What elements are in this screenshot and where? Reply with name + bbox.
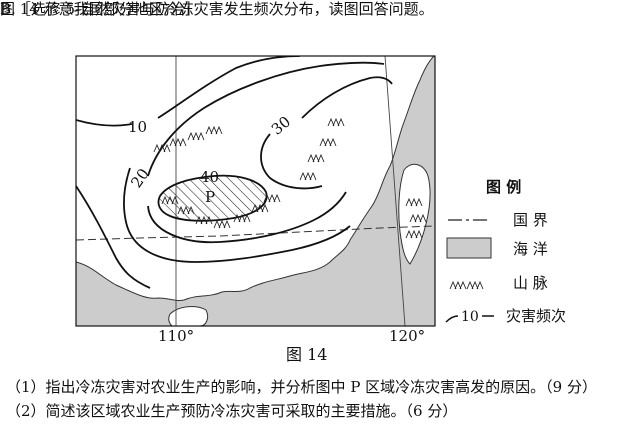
- contour-label-30: 30: [268, 112, 294, 138]
- sea-area: [76, 56, 435, 326]
- legend-sea-symbol: [446, 237, 492, 259]
- mountain-range-north: [153, 126, 223, 153]
- legend-label-frequency: 灾害频次: [506, 307, 566, 325]
- hainan-island: [168, 306, 209, 326]
- legend-label-mountain: 山 脉: [513, 274, 548, 292]
- section-header: B.［选修 5-自然灾害与防治］: [0, 0, 201, 18]
- map-legend: 图 例 国 界 海 洋 山 脉 10 灾害频次: [445, 178, 566, 325]
- figure-caption: 图 14: [286, 345, 328, 364]
- legend-contour-symbol: [445, 315, 494, 323]
- legend-mountain-symbol: [449, 281, 484, 290]
- legend-label-boundary: 国 界: [513, 211, 548, 229]
- contour-label-40: 40: [200, 168, 219, 186]
- contour-20: [123, 61, 385, 263]
- longitude-label-120: 120°: [389, 327, 425, 345]
- point-label-p: P: [205, 188, 215, 206]
- map-frame: [75, 55, 436, 327]
- question-intro: 图 14 示意我国部分地区冷冻灾害发生频次分布，读图回答问题。: [0, 0, 434, 18]
- taiwan-island: [398, 163, 431, 265]
- question-2: （2）简述该区域农业生产预防冷冻灾害可采取的主要措施。（6 分）: [6, 402, 458, 420]
- meridian-120: [384, 56, 406, 326]
- national-boundary: [76, 225, 435, 241]
- longitude-label-110: 110°: [158, 327, 194, 345]
- legend-label-sea: 海 洋: [513, 240, 548, 258]
- question-1: （1）指出冷冻灾害对农业生产的影响，并分析图中 P 区域冷冻灾害高发的原因。（9…: [6, 378, 597, 396]
- legend-title: 图 例: [486, 178, 521, 196]
- contour-label-20: 20: [127, 165, 153, 191]
- legend-contour-sample: 10: [461, 309, 479, 325]
- mountain-range-east: [299, 118, 345, 181]
- contour-30: [147, 76, 393, 244]
- contour-10: [76, 56, 301, 289]
- contour-label-10: 10: [128, 118, 147, 136]
